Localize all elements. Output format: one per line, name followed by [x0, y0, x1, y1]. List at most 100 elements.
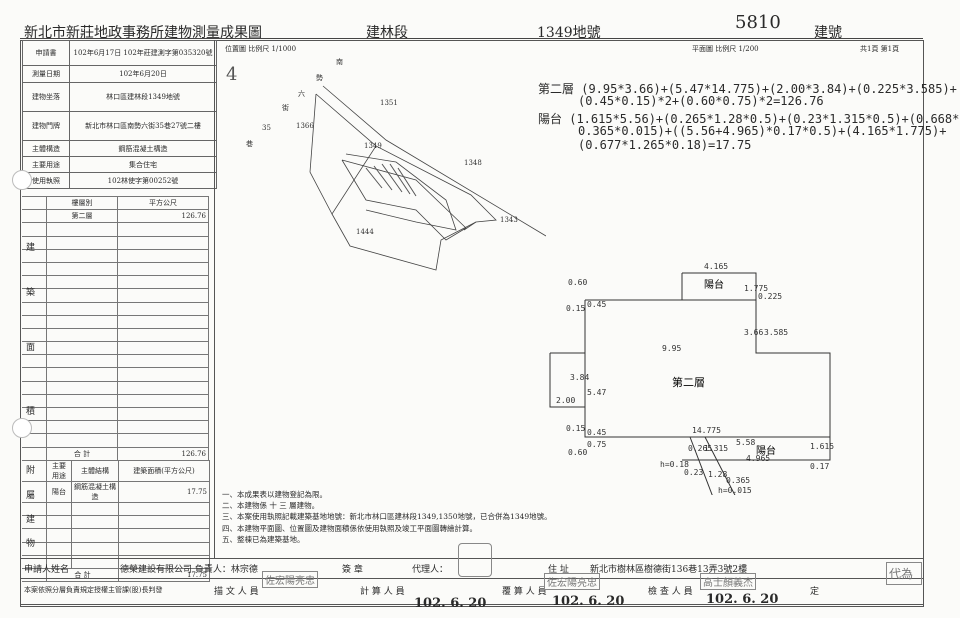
- building-footprint: [341, 159, 467, 241]
- header-rule: [20, 38, 923, 39]
- balcony-bottom: [682, 436, 831, 461]
- dim-label: h=0.015: [718, 486, 752, 495]
- footer-rule: [20, 604, 923, 605]
- calculator-label: 計 算 人 員: [360, 587, 405, 597]
- dim-label: 0.365: [726, 476, 750, 485]
- road-char: 六: [298, 89, 305, 98]
- balcony-formula-line: 0.365*0.015)+((5.56+4.965)*0.17*0.5)+(4.…: [578, 124, 947, 138]
- decide-label: 定: [810, 587, 820, 597]
- annex-side-label: 屬: [26, 491, 36, 501]
- lot-label: 1366: [296, 122, 314, 130]
- balcony-formula-line: 陽台 (1.615*5.56)+(0.265*1.28*0.5)+(0.23*1…: [538, 112, 960, 126]
- dim-label: 14.775: [692, 426, 721, 435]
- applicant-value: 德榮建設有限公司 負責人：林宗德: [120, 565, 258, 575]
- hatch-line: [389, 163, 411, 195]
- info-label: 主要用途: [22, 156, 70, 173]
- personal-seal: 佐宏陽亮忠: [544, 573, 600, 590]
- road-char: 35: [262, 124, 271, 132]
- dim-label: 0.15: [566, 304, 585, 313]
- plan-scale: 平面圖 比例尺 1/200: [692, 45, 759, 53]
- annex-struct-header: 主體結構: [71, 460, 119, 482]
- lot-number: 1349地號: [537, 25, 601, 41]
- side-label: 築: [26, 288, 36, 298]
- binder-hole: [12, 170, 32, 190]
- address-value: 新北市樹林區樹德街136巷13弄3號2樓: [590, 565, 748, 575]
- hatch-line: [365, 167, 383, 189]
- area-total: 126.76: [117, 446, 209, 461]
- info-value: 102年6月17日 102年莊建測字第035320號: [69, 40, 217, 66]
- lot-boundary-1348: [375, 145, 497, 231]
- location-map: 4 南 勢 六 街 35 巷 1351 1366 1349 1348 1343 …: [226, 57, 546, 271]
- dim-label: 1.315: [704, 444, 728, 453]
- page-count: 共1頁 第1頁: [860, 45, 900, 53]
- lot-label: 1444: [356, 228, 374, 236]
- info-label: 測量日期: [22, 65, 70, 83]
- section-name: 建林段: [366, 25, 408, 41]
- dim-label: 1.28: [708, 470, 727, 479]
- checker-label: 覆 算 人 員: [502, 587, 547, 597]
- area-total-label: 合 計: [46, 446, 118, 461]
- dim-label: 5.58: [736, 438, 755, 447]
- note-line: 四、本建物平面圖、位置圖及建物面積係依使用執照及竣工平面圖轉繪計算。: [222, 523, 477, 533]
- floor-name: 第二層: [46, 209, 118, 224]
- personal-seal: 佐宏陽亮忠: [262, 571, 318, 588]
- floor-column-header: 樓層別: [46, 195, 118, 211]
- hatch-line: [373, 165, 393, 191]
- annex-side-label: 建: [26, 515, 36, 525]
- note-line: 一、本成果表以建物登記為限。: [222, 490, 327, 499]
- address-label: 住 址: [548, 565, 569, 575]
- footer-rule: [20, 558, 923, 559]
- document-frame: [20, 40, 924, 607]
- dim-label: 0.75: [587, 440, 606, 449]
- info-label: 建物坐落: [22, 82, 70, 112]
- road-char: 勢: [316, 73, 323, 82]
- road-char: 巷: [246, 140, 253, 148]
- unit-column-header: 平方公尺: [117, 195, 209, 211]
- floor2-label: 第二層: [672, 375, 705, 389]
- balcony-diagonal: [689, 436, 713, 495]
- date-stamp: 102. 6. 20: [414, 596, 487, 611]
- annex-use: 陽台: [46, 481, 72, 503]
- side-label: 建: [26, 243, 36, 253]
- floor-area: 126.76: [117, 209, 209, 224]
- info-label: 申請書: [22, 40, 70, 66]
- lot-label: 1351: [380, 99, 398, 107]
- authorization-note: 本案依照分層負責規定授權主管課(股)長判發: [24, 586, 163, 594]
- info-value: 集合住宅: [69, 156, 217, 173]
- approval-seal: 代為: [886, 562, 922, 585]
- building-number-label: 建號: [814, 25, 842, 41]
- annex-area: 17.75: [118, 481, 210, 503]
- building-number: 5810: [735, 12, 781, 33]
- date-stamp: 102. 6. 20: [706, 592, 779, 607]
- dim-label: 0.17: [810, 462, 829, 471]
- sign-label: 簽 章: [342, 565, 363, 575]
- dim-label: 3.66: [744, 328, 763, 337]
- floor2-outline: [584, 299, 831, 438]
- date-stamp: 102. 6. 20: [552, 594, 625, 609]
- dim-label: 2.00: [556, 396, 575, 405]
- dim-label: 4.965: [746, 454, 770, 463]
- info-value: 鋼筋混凝土構造: [69, 140, 217, 157]
- balcony-diagonal: [704, 436, 736, 495]
- hatch-line: [381, 163, 403, 193]
- balcony-formula-line: (0.677*1.265*0.18)=17.75: [578, 138, 752, 152]
- notes-block: 一、本成果表以建物登記為限。 二、本建物係 十 三 層建物。 三、本案使用執照記…: [222, 489, 552, 545]
- dim-label: 0.60: [568, 448, 587, 457]
- dim-label: 9.95: [662, 344, 681, 353]
- dim-label: 0.265: [688, 444, 712, 453]
- info-label: 建物門牌: [22, 111, 70, 141]
- floor2-formula-line: 第二層 (9.95*3.66)+(5.47*14.775)+(2.00*3.84…: [538, 82, 957, 96]
- floor2-formula-line: (0.45*0.15)*2+(0.60*0.75)*2=126.76: [578, 94, 824, 108]
- road-char: 街: [282, 103, 289, 112]
- lot-boundary-1366: [309, 93, 377, 215]
- side-label: 面: [26, 343, 36, 353]
- column-divider: [214, 40, 215, 558]
- note-line: 三、本案使用執照記載建築基地地號：新北市林口區建林段1349,1350地號，已合…: [222, 512, 552, 522]
- dim-label: 1.615: [810, 442, 834, 451]
- info-value: 新北市林口區南勢六街35巷27號二樓: [69, 111, 217, 141]
- note-line: 五、整棟已為建築基地。: [222, 534, 305, 544]
- inspector-label: 檢 查 人 員: [648, 587, 693, 597]
- floor-area-table: 樓層別 平方公尺 第二層 126.76 合 計 126.76: [22, 195, 209, 461]
- info-label: 主體構造: [22, 140, 70, 157]
- dim-label: h=0.18: [660, 460, 689, 469]
